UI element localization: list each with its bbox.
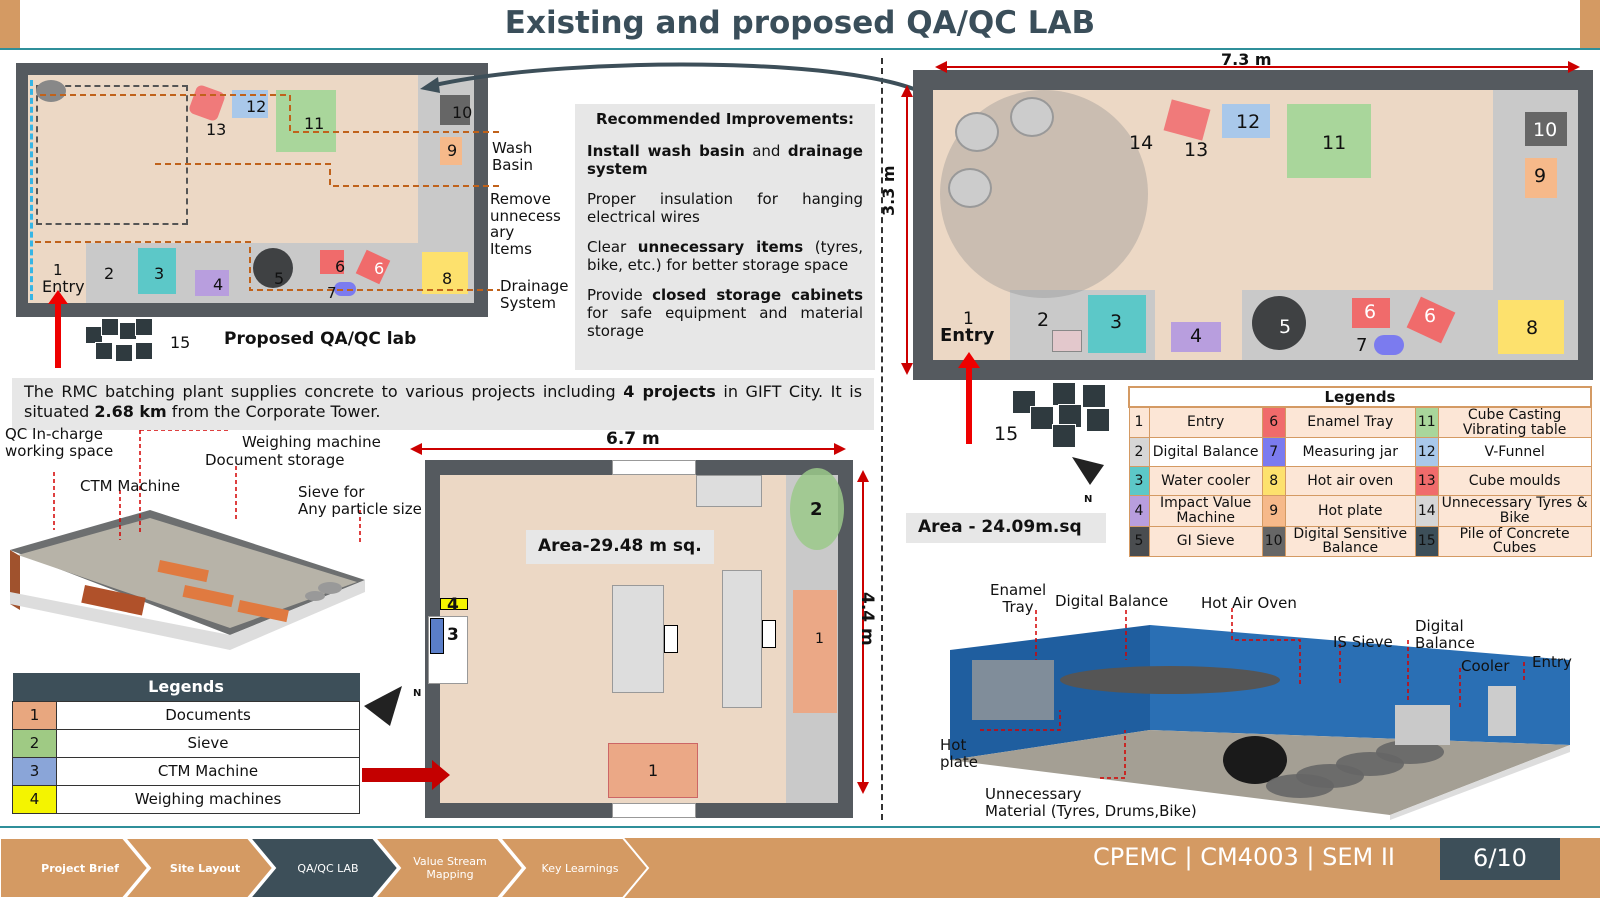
dbal2-label: Digital Balance: [1415, 617, 1475, 652]
existing-num-12: 12: [1236, 111, 1261, 133]
proposed-num-11: 11: [304, 114, 325, 133]
cube-pile-proposed: [85, 318, 155, 364]
improvement-2: Proper insulation for hanging electrical…: [587, 190, 863, 226]
nav-qaqc-lab[interactable]: QA/QC LAB: [297, 861, 359, 875]
qc-label: QC In-charge working space: [5, 425, 114, 460]
sieve-label: Sieve for Any particle size: [298, 483, 422, 518]
unnecessary-label: Unnecessary Material (Tyres, Drums,Bike): [985, 785, 1197, 820]
existing-area: Area - 24.09m.sq: [906, 513, 1106, 543]
existing-num-6a: 6: [1364, 301, 1377, 323]
oven-label: Hot Air Oven: [1201, 594, 1297, 612]
document-label: Document storage: [205, 451, 345, 469]
improvements-panel: Recommended Improvements: Install wash b…: [575, 104, 875, 370]
width-dimension: [935, 61, 1580, 73]
existing-num-13: 13: [1184, 139, 1209, 161]
drainage-lines: [35, 94, 500, 291]
remove-items-label: Remove unnecess ary Items: [490, 190, 561, 258]
existing-north: N: [1084, 494, 1093, 505]
proposed-num-5: 5: [274, 269, 285, 288]
nav-site-layout[interactable]: Site Layout: [169, 861, 241, 875]
plan2-num-3: 3: [447, 625, 459, 645]
proposed-num-13: 13: [206, 120, 227, 139]
proposed-num-4: 4: [213, 275, 224, 294]
plan2-num-1: 1: [648, 761, 659, 780]
ctm-label: CTM Machine: [80, 477, 181, 495]
entry-arrow-plan2: [362, 760, 450, 790]
improvement-3: Clear unnecessary items (tyres, bike, et…: [587, 238, 864, 274]
height-dimension: [901, 85, 913, 375]
existing-entry: Entry: [940, 325, 995, 346]
proposed-caption: Proposed QA/QC lab: [224, 329, 417, 349]
improvements-heading: Recommended Improvements:: [595, 110, 855, 128]
existing-num-10: 10: [1533, 119, 1558, 141]
corner-right: [1580, 0, 1600, 48]
proposed-num-6a: 6: [335, 257, 346, 276]
north-arrow-icon: [1072, 457, 1104, 485]
cube-pile-existing: [1012, 382, 1112, 448]
page-title: Existing and proposed QA/QC LAB: [504, 5, 1096, 41]
existing-num-2: 2: [1037, 309, 1050, 331]
hot-plate-label: Hot plate: [940, 736, 978, 771]
plan2-num-2: 2: [810, 499, 823, 520]
cooler-label: Cooler: [1461, 657, 1510, 675]
dbal-label: Digital Balance: [1055, 592, 1169, 610]
proposed-num-10: 10: [452, 103, 473, 122]
course-code: CPEMC | CM4003 | SEM II: [1093, 843, 1395, 871]
existing-width: 7.3 m: [1221, 50, 1272, 69]
proposed-num-7: 7: [327, 284, 337, 302]
proposed-num-2: 2: [104, 264, 115, 283]
nav-project-brief[interactable]: Project Brief: [41, 861, 119, 875]
title-rule: [0, 48, 1600, 50]
plan2-num-4: 4: [447, 595, 459, 615]
proposed-num-12: 12: [246, 97, 267, 116]
plan2-num-1b: 1: [815, 631, 824, 647]
proposed-num-3: 3: [154, 264, 165, 283]
nav-key-learnings[interactable]: Key Learnings: [541, 861, 619, 875]
legend-existing-title: Legends: [1128, 386, 1592, 408]
north-arrow-2-icon: [364, 686, 402, 726]
footer-rule: [0, 826, 1600, 828]
proposed-num-6b: 6: [374, 259, 385, 278]
existing-num-8: 8: [1526, 317, 1539, 339]
existing-num-3: 3: [1110, 311, 1123, 333]
improvement-1: Install wash basin and drainage system: [587, 142, 863, 178]
drainage-label: Drainage System: [500, 277, 569, 312]
existing-height: 3.3 m: [879, 165, 898, 216]
info-box: The RMC batching plant supplies concrete…: [12, 378, 874, 430]
entry-arrow-existing: [958, 352, 980, 444]
enamel-label: Enamel Tray: [990, 581, 1047, 616]
existing-num-6b: 6: [1424, 305, 1437, 327]
existing-num-4: 4: [1190, 325, 1203, 347]
existing-num-7: 7: [1356, 335, 1368, 356]
plan2-area: Area-29.48 m sq.: [526, 530, 714, 564]
nav-value-stream[interactable]: Value Stream Mapping: [413, 854, 487, 881]
existing-num-14: 14: [1129, 132, 1154, 154]
proposed-num-8: 8: [442, 269, 453, 288]
proposed-entry-label: Entry: [42, 277, 85, 296]
page-number: 6/10: [1440, 838, 1560, 880]
entry-arrow-proposed: [48, 290, 68, 368]
weighing-label: Weighing machine: [242, 433, 381, 451]
corner-left: [0, 0, 20, 48]
proposed-num-9: 9: [447, 141, 458, 160]
wash-basin-label: Wash Basin: [492, 139, 533, 174]
proposed-num-15: 15: [170, 333, 191, 352]
existing-num-11: 11: [1322, 132, 1347, 154]
proposed-num-1: 1: [53, 261, 63, 279]
existing-num-15: 15: [994, 423, 1019, 445]
plan2-north: N: [413, 688, 422, 699]
is-sieve-label: IS Sieve: [1333, 633, 1393, 651]
improvement-4: Provide closed storage cabinets for safe…: [587, 286, 863, 340]
existing-num-9: 9: [1534, 165, 1547, 187]
existing-num-5: 5: [1279, 316, 1292, 338]
existing-num-1: 1: [963, 309, 974, 329]
vertical-divider: [881, 58, 883, 820]
plan2-height: 4.4 m: [857, 592, 877, 646]
legend-left-title: Legends: [12, 673, 360, 701]
entry-iso-label: Entry: [1532, 653, 1572, 671]
plan2-width: 6.7 m: [606, 429, 660, 449]
footer-nav-shapes: [0, 838, 650, 898]
